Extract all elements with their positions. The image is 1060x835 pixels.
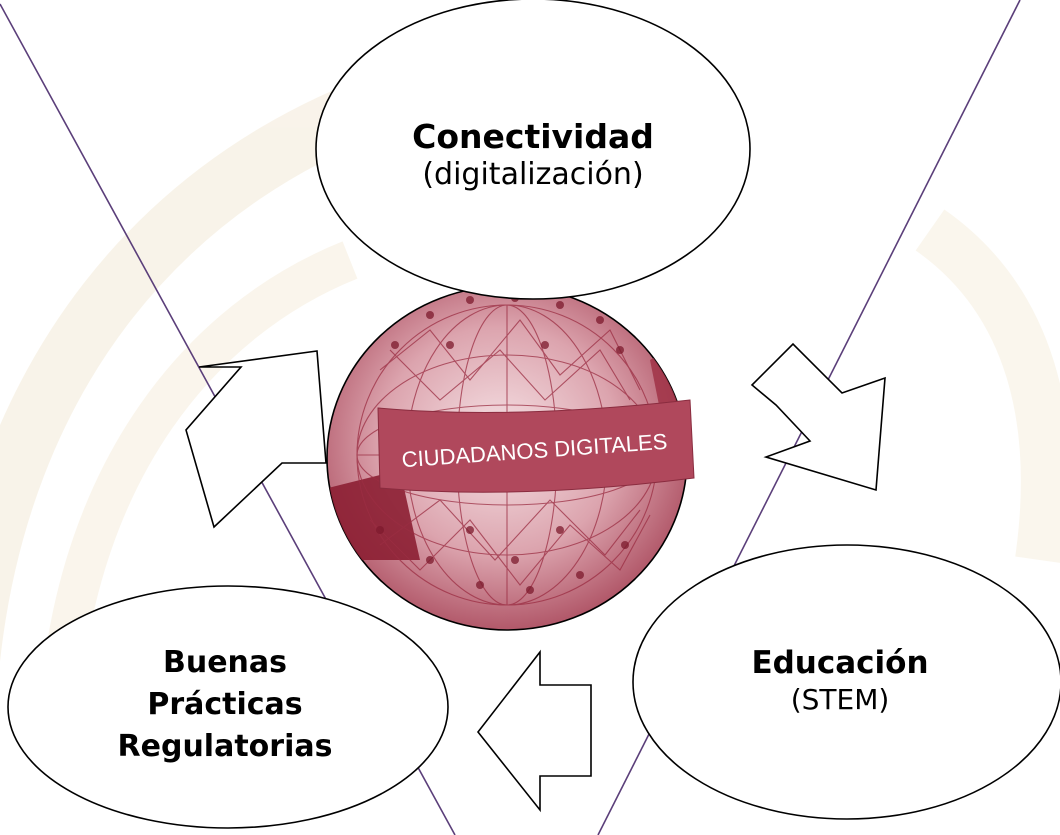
node-conectividad-label: Conectividad (digitalización) [318,100,748,210]
watermark-arc-1 [0,61,429,662]
node-buenas-line-1: Buenas [162,645,288,680]
node-educacion-shape [632,544,1060,820]
globe-banner [377,399,695,493]
node-conectividad-title: Conectividad [412,117,654,156]
arrow-to-buenas [476,649,592,813]
watermark-arc-2 [40,241,358,702]
globe-people [376,294,629,594]
arrow-to-conectividad [185,350,327,529]
arrow-to-educacion [750,342,886,492]
node-conectividad-shape [315,0,751,300]
node-buenas-line-3: Regulatorias [117,729,333,764]
node-conectividad-subtitle: (digitalización) [422,157,644,192]
center-globe: CIUDADANOS DIGITALES [326,285,695,631]
node-buenas-shape [7,585,449,829]
watermark [0,61,1060,702]
node-educacion-subtitle: (STEM) [790,683,890,716]
node-educacion-label: Educación (STEM) [630,630,1050,730]
node-buenas-line-2: Prácticas [147,687,303,722]
node-buenas-label: Buenas Prácticas Regulatorias [0,630,450,780]
node-educacion-title: Educación [751,645,929,681]
watermark-arc-3 [915,209,1060,563]
